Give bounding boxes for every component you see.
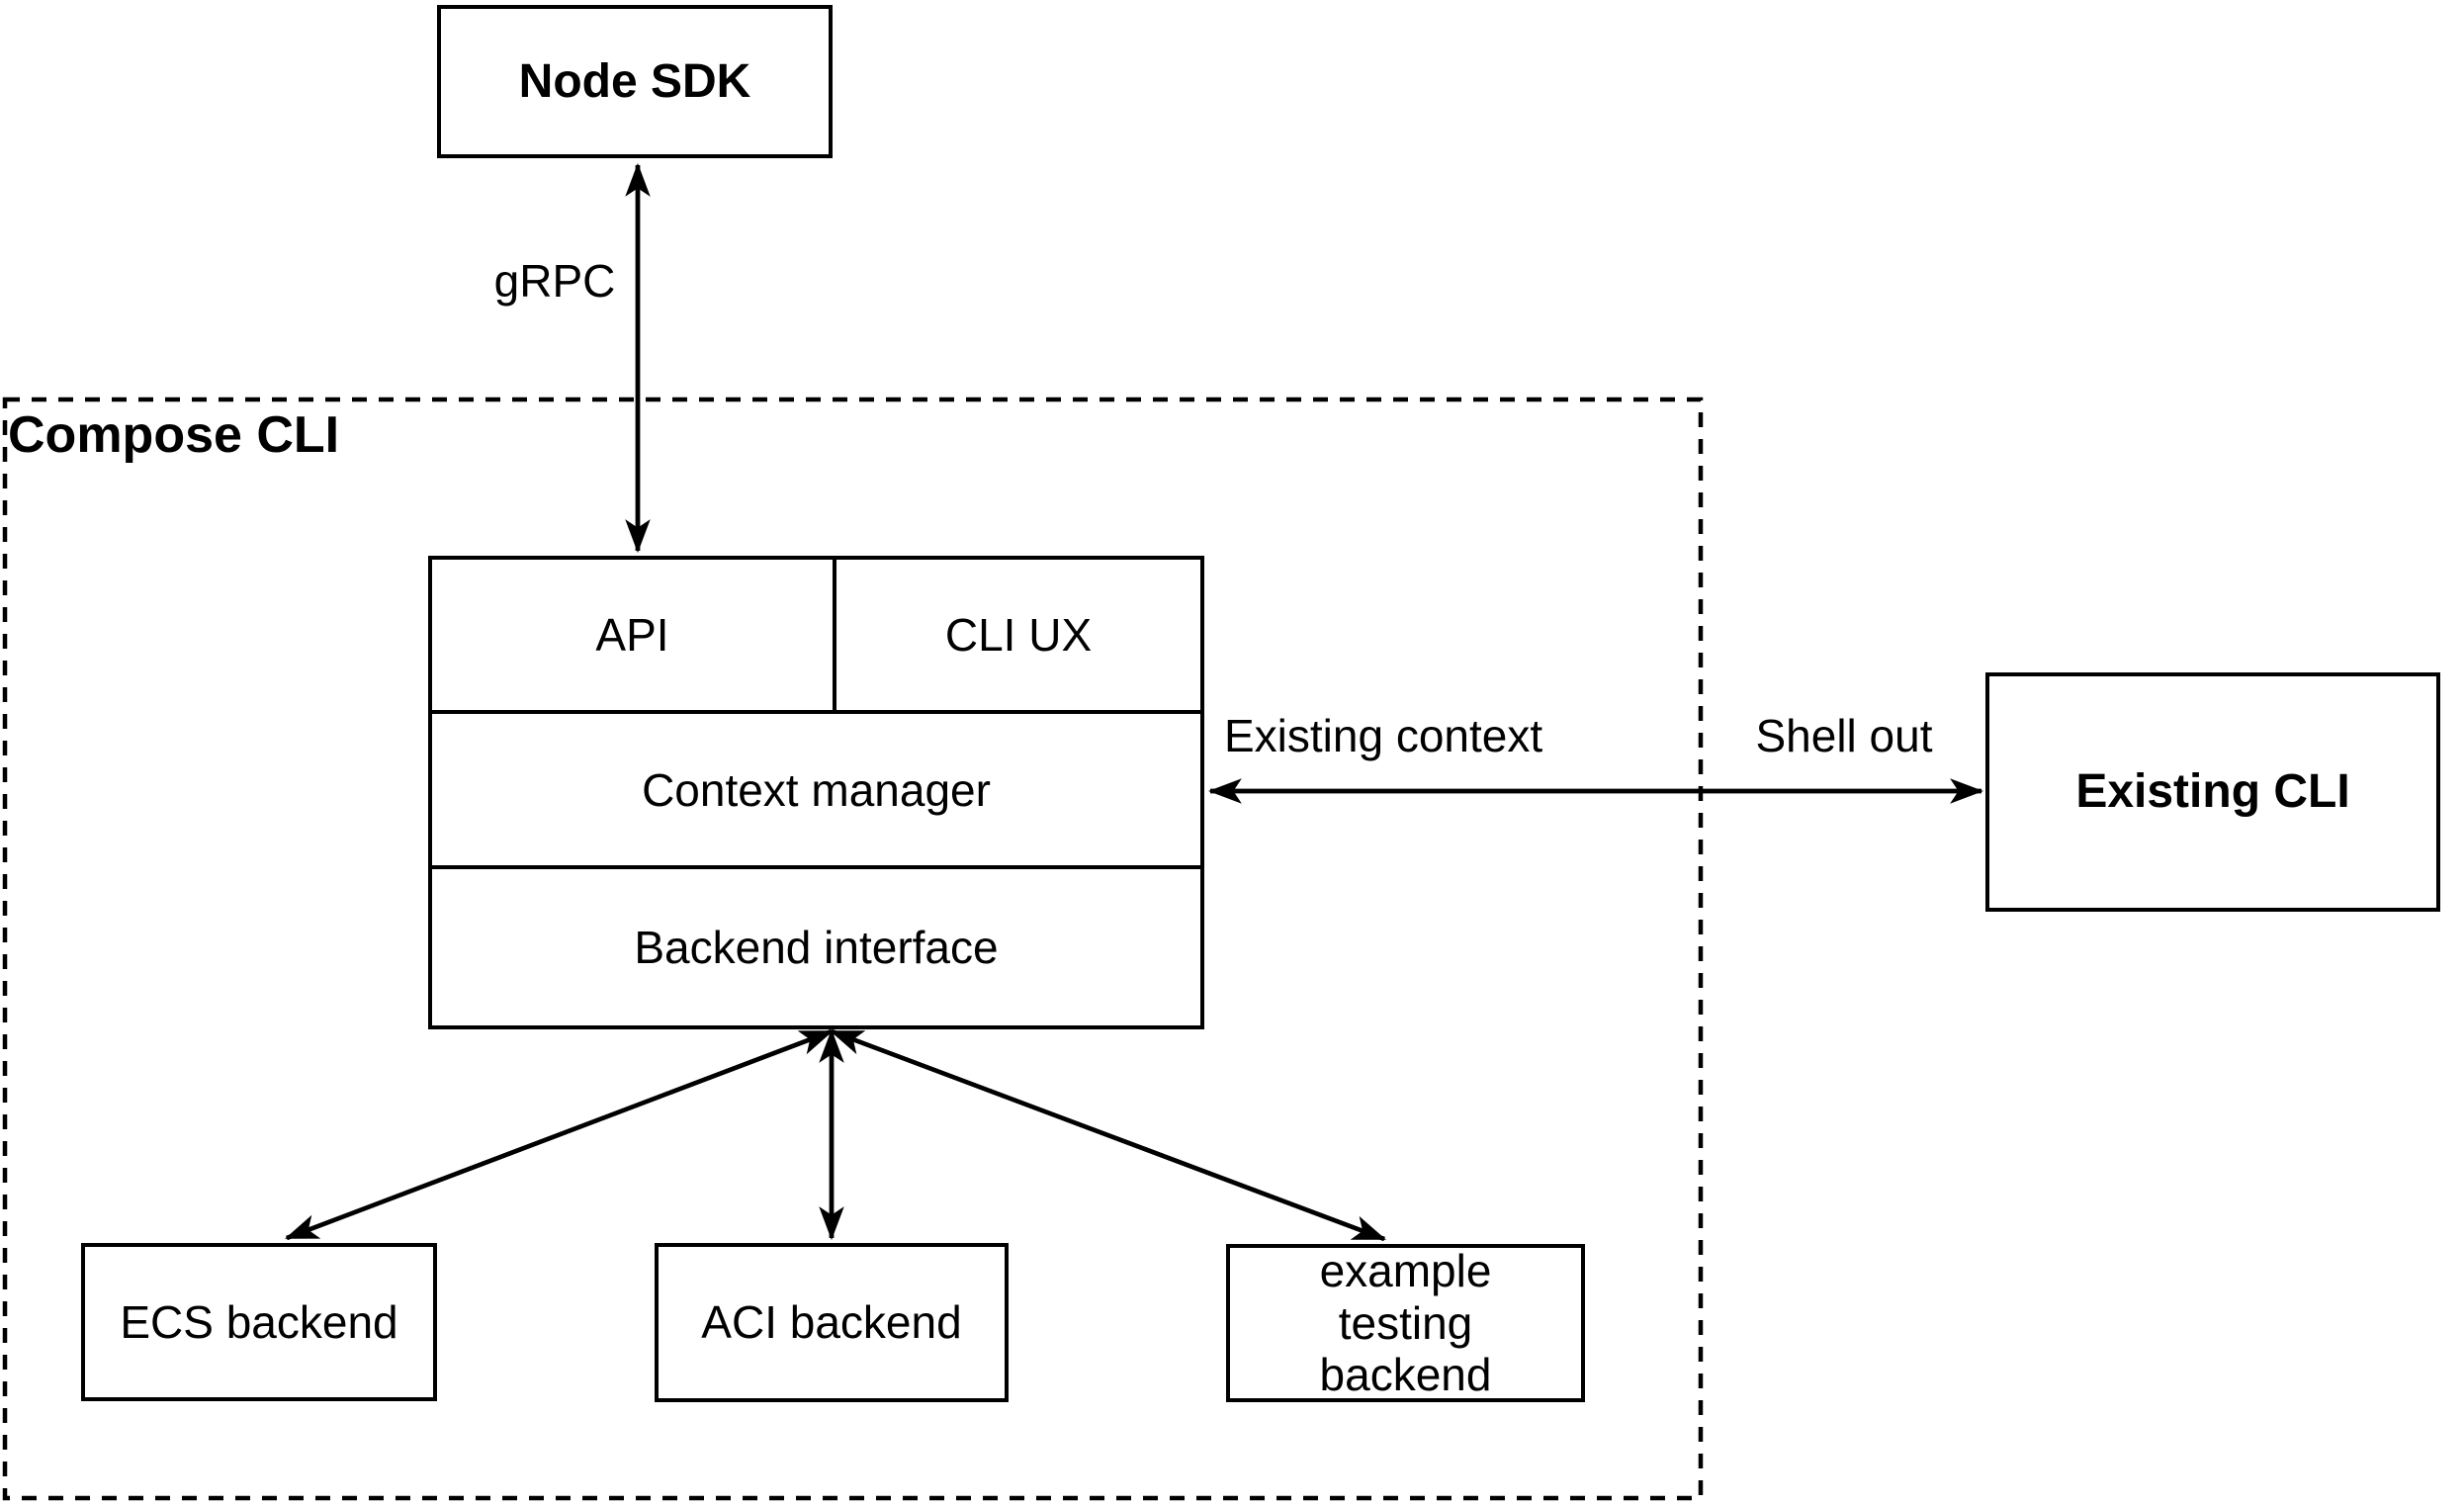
example-testing-backend-box: example testing backend [1226, 1244, 1585, 1402]
ecs-backend-label: ECS backend [120, 1295, 398, 1348]
existing-cli-box: Existing CLI [1985, 672, 2440, 912]
grpc-edge-label: gRPC [493, 255, 616, 307]
aci-backend-box: ACI backend [655, 1243, 1009, 1402]
node-sdk-box: Node SDK [437, 5, 833, 158]
backend-interface-cell: Backend interface [432, 869, 1200, 1025]
cli-ux-box: CLI UX [836, 560, 1200, 710]
shell-out-edge-label: Shell out [1755, 710, 1933, 761]
context-manager-label: Context manager [642, 763, 991, 816]
context-manager-cell: Context manager [432, 714, 1200, 865]
cli-ux-label: CLI UX [944, 609, 1093, 661]
example-testing-backend-arrow [830, 1028, 1386, 1242]
existing-context-edge-label: Existing context [1224, 710, 1543, 761]
compose-cli-container-border [2, 397, 1704, 1501]
node-sdk-label: Node SDK [518, 54, 751, 108]
backend-interface-label: Backend interface [634, 922, 999, 973]
api-label: API [595, 609, 669, 661]
existing-cli-label: Existing CLI [2075, 765, 2350, 819]
example-testing-backend-label: example testing backend [1319, 1244, 1492, 1401]
top-row: API CLI UX [432, 560, 1200, 714]
ecs-backend-arrow [285, 1028, 834, 1241]
compose-cli-container-label: Compose CLI [8, 406, 340, 464]
backend-interface-box: Backend interface [432, 869, 1200, 1025]
compose-cli-core-box: API CLI UX Context manager Backend inter… [428, 556, 1204, 1029]
ecs-backend-box: ECS backend [81, 1243, 437, 1401]
api-box: API [432, 560, 836, 710]
aci-backend-label: ACI backend [701, 1296, 962, 1349]
context-manager-box: Context manager [432, 714, 1200, 869]
